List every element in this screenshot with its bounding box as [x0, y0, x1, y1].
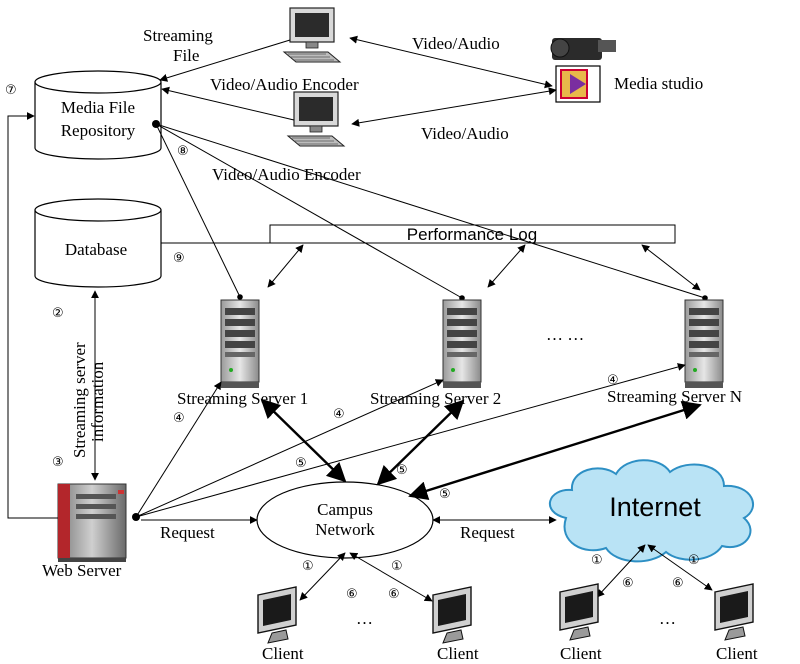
campus-network-label-line2: Network	[315, 520, 375, 539]
link-client3-internet	[596, 544, 646, 598]
step-4-marker-3: ④	[607, 373, 619, 388]
step-1-marker-4: ①	[688, 553, 700, 568]
web-server-label: Web Server	[42, 561, 122, 580]
performance-log-box	[269, 224, 676, 244]
media-studio-label: Media studio	[614, 74, 703, 93]
step-6-marker-2: ⑥	[388, 587, 400, 602]
step-8-marker: ⑧	[177, 144, 189, 159]
streaming-file-label-line1: Streaming	[143, 26, 213, 45]
step-5-marker-1: ⑤	[295, 456, 307, 471]
link-studio-pc1	[349, 35, 553, 89]
client-1-label: Client	[262, 644, 304, 663]
client-3-monitor	[559, 583, 599, 641]
encoder-pc-1	[283, 7, 341, 63]
step-4-marker-1: ④	[173, 411, 185, 426]
client-2-label: Client	[437, 644, 479, 663]
server-n-label: Streaming Server N	[607, 387, 742, 406]
link-repo-serverN	[155, 123, 708, 301]
performance-log-label: Performance Log	[407, 225, 537, 244]
step-1-marker-3: ①	[591, 553, 603, 568]
step-4-marker-2: ④	[333, 407, 345, 422]
streaming-info-label-line2: information	[88, 361, 107, 442]
link-repo-server1	[155, 123, 243, 300]
link-client4-internet	[647, 544, 713, 591]
link-log-server1	[267, 244, 304, 288]
step-1-marker-1: ①	[302, 559, 314, 574]
step-5-marker-3: ⑤	[439, 487, 451, 502]
client-4-monitor	[714, 583, 754, 641]
repository-label-line2: Repository	[61, 121, 136, 140]
request-label-1: Request	[160, 523, 215, 542]
step-2-marker: ②	[52, 306, 64, 321]
link-serverN-campus	[408, 401, 702, 500]
link-client2-campus	[349, 552, 433, 602]
database-label: Database	[65, 240, 127, 259]
client-1-monitor	[257, 586, 297, 644]
web-server	[57, 483, 127, 562]
campus-network-label-line1: Campus	[317, 500, 373, 519]
encoder-label-1: Video/Audio Encoder	[210, 75, 359, 94]
streaming-file-label-line2: File	[173, 46, 199, 65]
streaming-server-1	[220, 299, 260, 389]
step-6-marker-3: ⑥	[622, 576, 634, 591]
streaming-info-label-line1: Streaming server	[70, 342, 89, 458]
step-3-marker: ③	[52, 455, 64, 470]
link-client1-campus	[299, 552, 346, 601]
clients-ellipsis-2: …	[659, 609, 676, 628]
servers-ellipsis: … …	[546, 325, 584, 344]
step-1-marker-2: ①	[391, 559, 403, 574]
link-web-server1	[135, 381, 222, 518]
link-pc2-to-repository	[161, 86, 295, 121]
request-label-2: Request	[460, 523, 515, 542]
client-4-label: Client	[716, 644, 758, 663]
link-log-server2	[487, 244, 526, 288]
step-6-marker-1: ⑥	[346, 587, 358, 602]
link-studio-pc2	[351, 87, 557, 127]
streaming-server-2	[442, 299, 482, 389]
video-audio-label-2: Video/Audio	[421, 124, 509, 143]
step-6-marker-4: ⑥	[672, 576, 684, 591]
link-log-serverN	[641, 244, 701, 291]
client-2-monitor	[432, 586, 472, 644]
link-pc1-to-repository	[159, 39, 291, 82]
media-studio-icon	[550, 38, 616, 103]
database-cylinder	[34, 198, 162, 288]
encoder-label-2: Video/Audio Encoder	[212, 165, 361, 184]
clients-ellipsis-1: …	[356, 609, 373, 628]
link-server1-campus	[260, 398, 347, 483]
video-audio-label-1: Video/Audio	[412, 34, 500, 53]
repository-label-line1: Media File	[61, 98, 135, 117]
link-web-repository	[7, 112, 58, 519]
encoder-pc-2	[287, 91, 345, 147]
internet-label: Internet	[609, 492, 701, 522]
link-repo-server2	[155, 123, 465, 301]
server-2-label: Streaming Server 2	[370, 389, 501, 408]
step-9-marker: ⑨	[173, 251, 185, 266]
server-1-label: Streaming Server 1	[177, 389, 308, 408]
media-file-repository	[34, 70, 162, 160]
client-3-label: Client	[560, 644, 602, 663]
step-5-marker-2: ⑤	[396, 463, 408, 478]
step-7-marker: ⑦	[5, 83, 17, 98]
link-server2-campus	[376, 399, 465, 486]
streaming-server-n	[684, 299, 724, 389]
